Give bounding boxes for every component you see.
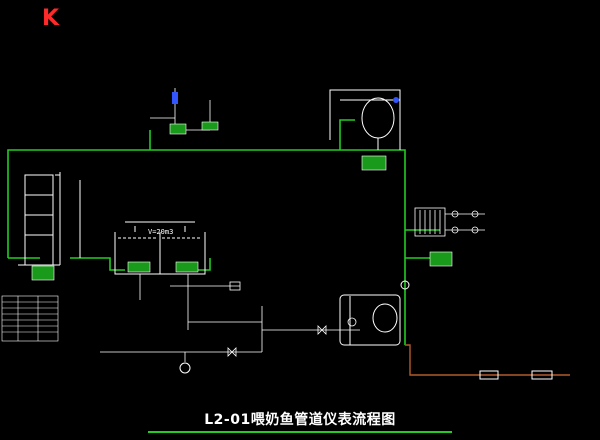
storage-tank: [114, 221, 206, 275]
heat-exchanger-instrument-box: [429, 251, 453, 267]
top-left-blue-element: [172, 92, 178, 104]
filter-blue-valve: [393, 97, 399, 103]
top-left-instrument-box-2: [201, 121, 219, 131]
tank-volume-label: V=20m3: [148, 228, 173, 236]
left-column-vessel: [18, 172, 81, 266]
tank-instrument-left: [127, 261, 151, 273]
main-pipe-network: [7, 119, 440, 345]
outlet-end-fitting: [531, 370, 553, 380]
tank-outlet-lines: [100, 274, 360, 362]
top-left-instrument-box: [169, 123, 187, 135]
top-left-instrument-group: [150, 88, 211, 131]
heat-exchanger-group: [414, 207, 485, 237]
sand-filter: [329, 89, 401, 150]
drawing-title: L2-01喂奶鱼管道仪表流程图: [204, 412, 396, 428]
pump-check-valve: [317, 325, 327, 335]
lower-right-unit: [339, 280, 410, 346]
filter-instrument-box: [361, 155, 387, 171]
outlet-pipe: [405, 344, 570, 376]
tank-instrument-right: [175, 261, 199, 273]
feed-valve: [227, 347, 237, 357]
feed-pump: [179, 362, 191, 374]
equipment-data-table: [1, 295, 59, 342]
lower-right-instrument: [347, 317, 357, 327]
left-column-instrument-box: [31, 265, 55, 281]
outlet-fitting: [479, 370, 499, 380]
sheet-letter: K: [42, 6, 60, 31]
